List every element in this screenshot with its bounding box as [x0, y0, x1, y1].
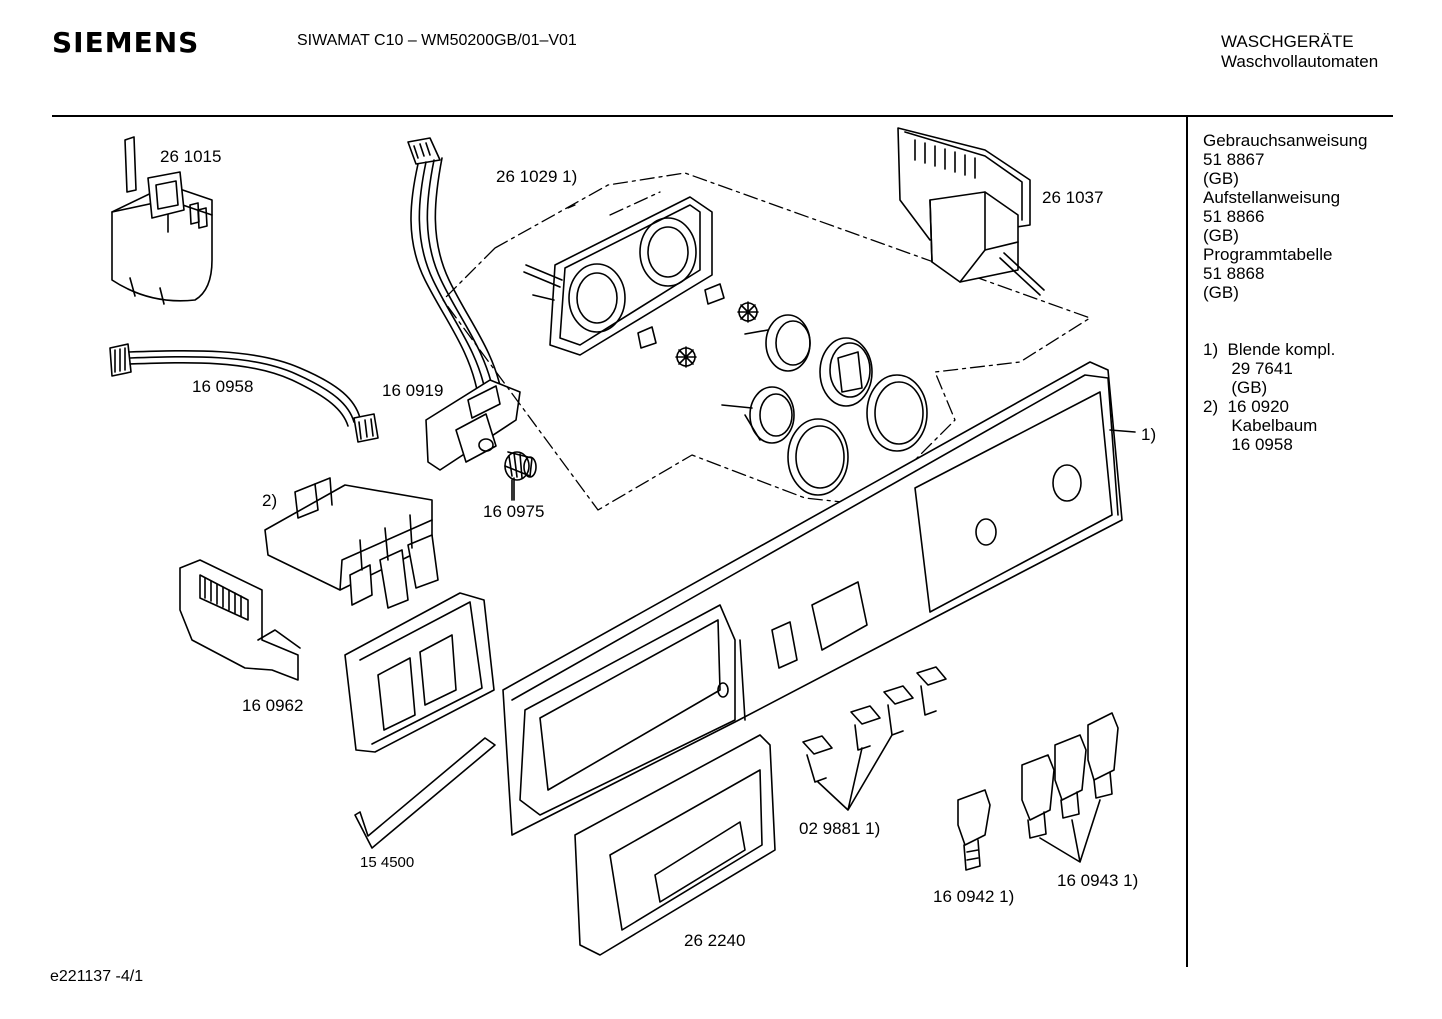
doc-line: Aufstellanweisung — [1203, 188, 1341, 207]
category-title: WASCHGERÄTE — [1221, 32, 1354, 51]
part-button-carrier — [344, 592, 495, 753]
note-line: 29 7641 — [1203, 359, 1293, 378]
drawing-code: e221137 -4/1 — [50, 968, 144, 985]
label-160919: 16 0919 — [382, 381, 444, 400]
note-line: 1) Blende kompl. — [1203, 340, 1336, 359]
doc-line: 51 8868 — [1203, 264, 1265, 283]
part-switch-block — [264, 477, 439, 609]
subcategory-title: Waschvollautomaten — [1221, 52, 1379, 71]
part-control-knob-assembly — [442, 172, 1091, 511]
doc-line: (GB) — [1203, 226, 1239, 245]
sidebar-divider — [1186, 117, 1188, 967]
doc-line: 51 8866 — [1203, 207, 1265, 226]
part-fascia-panel — [502, 361, 1136, 836]
header-divider — [52, 115, 1393, 117]
sidebar-documents: Gebrauchsanweisung 51 8867 (GB) Aufstell… — [1203, 131, 1367, 454]
label-160975: 16 0975 — [483, 502, 545, 521]
model-title: SIWAMAT C10 – WM50200GB/01–V01 — [297, 32, 577, 49]
part-suppressor-capacitor — [111, 136, 213, 305]
note-line: 2) 16 0920 — [1203, 397, 1290, 416]
label-160958: 16 0958 — [192, 377, 254, 396]
label-160962: 16 0962 — [242, 696, 304, 715]
part-small-knob — [504, 451, 537, 501]
part-single-button — [957, 789, 991, 871]
label-261037: 26 1037 — [1042, 188, 1104, 207]
doc-line: (GB) — [1203, 169, 1239, 188]
part-programmer-module — [897, 127, 1045, 296]
label-ref-1: 1) — [1141, 425, 1157, 444]
label-261015: 26 1015 — [160, 147, 222, 166]
doc-line: Programmtabelle — [1203, 245, 1333, 264]
part-rod — [354, 737, 496, 849]
siemens-logo: SIEMENS — [52, 26, 200, 59]
doc-line: (GB) — [1203, 283, 1239, 302]
label-262240: 26 2240 — [684, 931, 746, 950]
doc-line: 51 8867 — [1203, 150, 1265, 169]
note-line: (GB) — [1203, 378, 1268, 397]
part-cable-harness — [109, 343, 379, 443]
part-button-group — [1021, 712, 1119, 863]
label-0298811: 02 9881 1) — [799, 819, 881, 838]
label-1609431: 16 0943 1) — [1057, 871, 1139, 890]
part-springs — [802, 666, 947, 811]
part-switch-with-cable — [407, 137, 521, 471]
label-1609421: 16 0942 1) — [933, 887, 1015, 906]
label-2610291: 26 1029 1) — [496, 167, 578, 186]
doc-line: Gebrauchsanweisung — [1203, 131, 1368, 150]
note-line: Kabelbaum — [1203, 416, 1318, 435]
label-154500: 15 4500 — [360, 854, 415, 871]
note-line: 16 0958 — [1203, 435, 1293, 454]
part-switch-housing — [179, 559, 301, 681]
part-drawer-handle — [574, 734, 776, 956]
label-ref-2: 2) — [262, 491, 278, 510]
